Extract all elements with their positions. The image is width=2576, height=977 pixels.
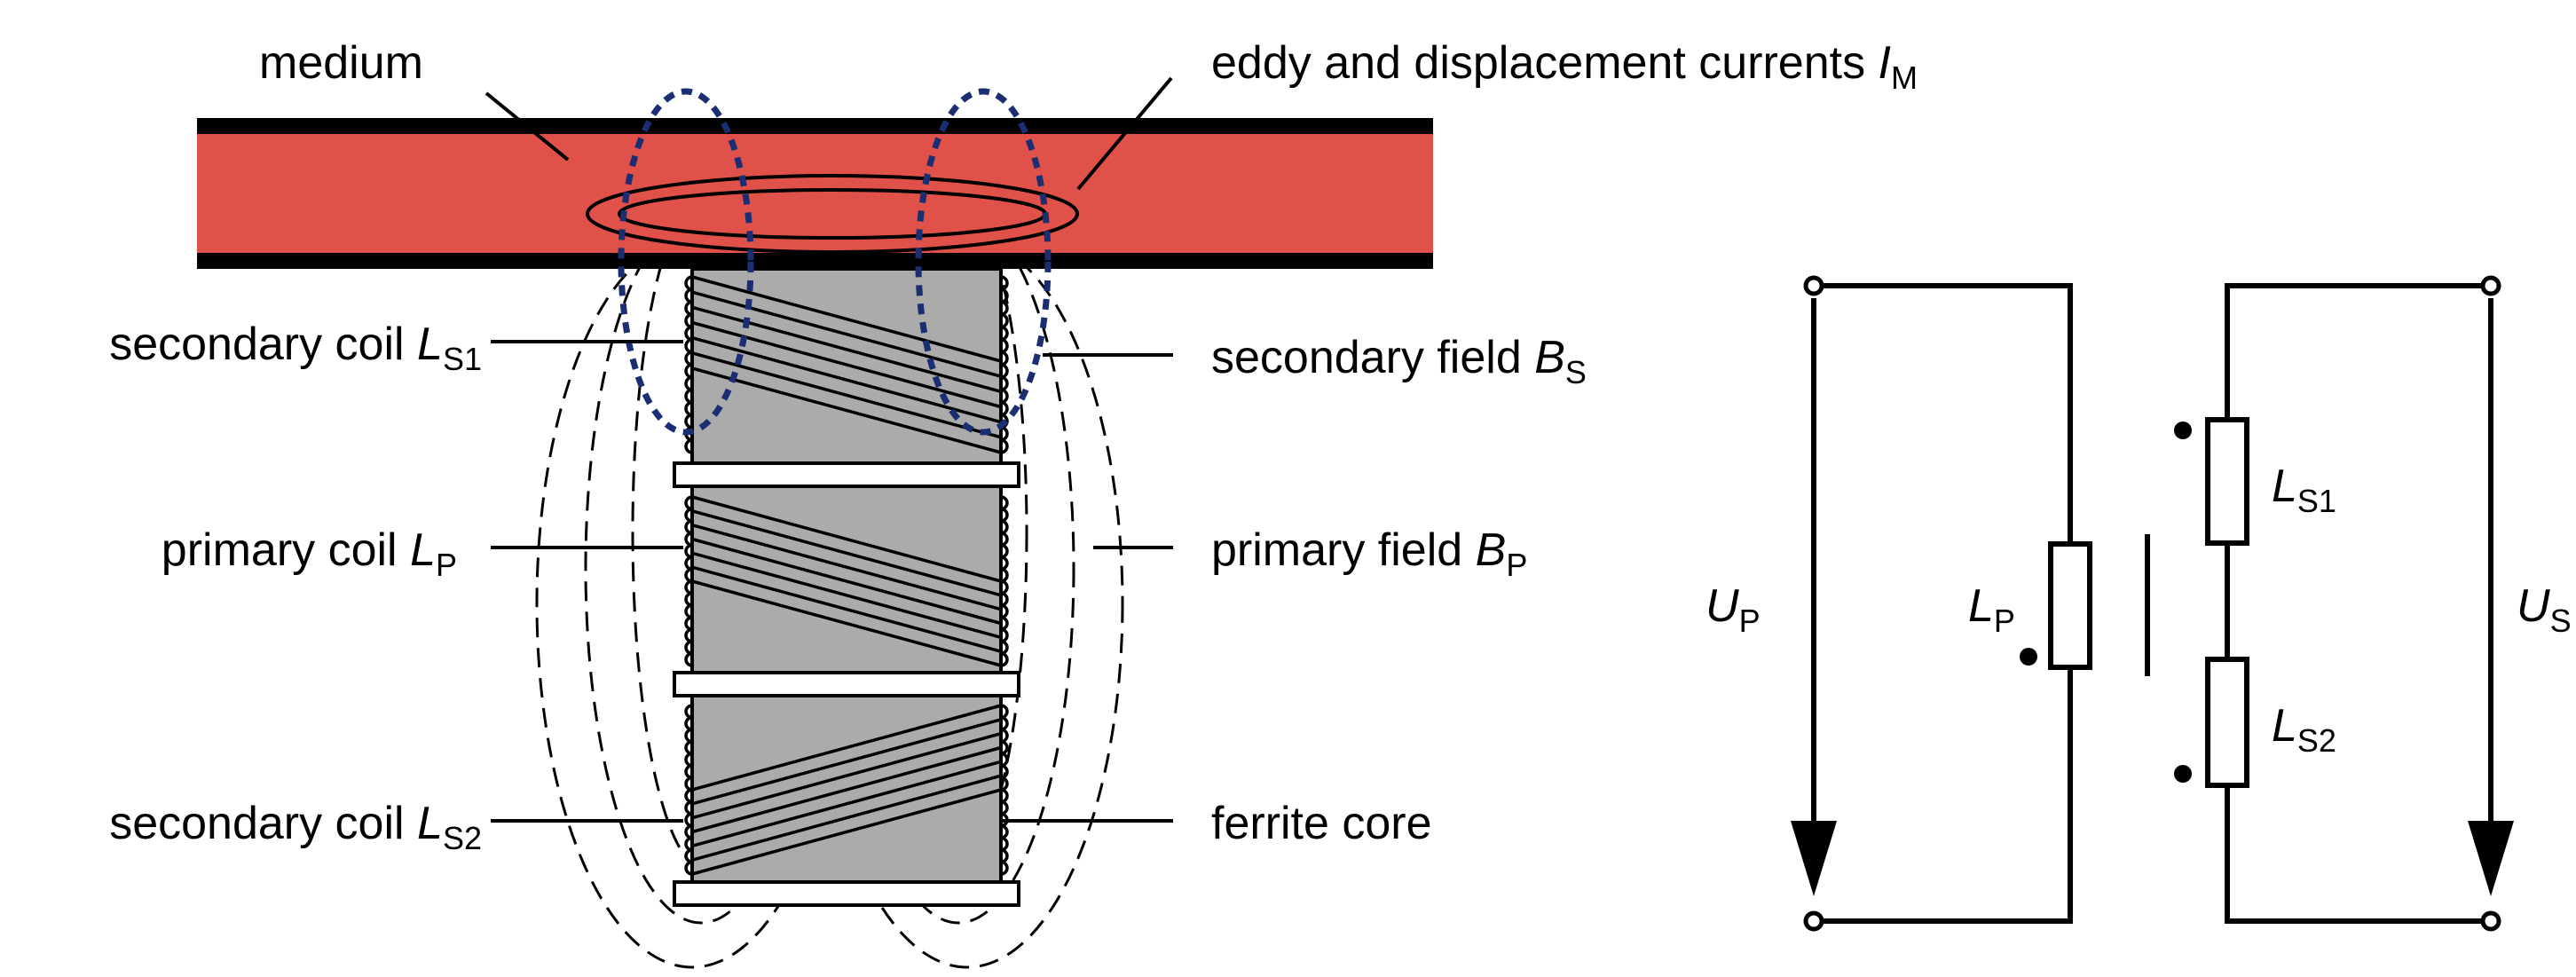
- winding-edge-right: [1000, 704, 1009, 876]
- winding-turn: [691, 718, 1002, 806]
- terminal-primary-top: [1803, 275, 1824, 296]
- inductor-lp: [2048, 541, 2092, 670]
- leader-eddy: [1076, 76, 1173, 191]
- winding-turn: [691, 275, 1002, 363]
- label-us: US: [2517, 580, 2572, 639]
- label-eddy-currents: eddy and displacement currents IM: [1211, 37, 1918, 96]
- dot-ls2: [2174, 765, 2192, 783]
- medium-fill: [197, 123, 1433, 262]
- winding-edge-right: [1000, 495, 1009, 667]
- leader-medium: [484, 91, 570, 162]
- winding-edge-left: [684, 495, 693, 667]
- primary-wire-bottom: [1814, 666, 2073, 924]
- label-primary-coil: primary coil LP: [161, 524, 457, 583]
- flange-3: [673, 880, 1020, 907]
- winding-turn: [691, 760, 1002, 848]
- winding-edge-right: [1000, 275, 1009, 454]
- medium-layer: [197, 118, 1433, 269]
- equivalent-circuit: UP US LP LS1 LS2: [1706, 275, 2572, 932]
- winding-turn: [691, 704, 1002, 792]
- label-secondary-coil-1: secondary coil LS1: [109, 319, 482, 377]
- label-secondary-coil-2: secondary coil LS2: [109, 798, 482, 856]
- label-medium: medium: [259, 37, 423, 89]
- medium-bottom-edge: [197, 253, 1433, 269]
- winding-edge-left: [684, 275, 693, 454]
- arrow-up-head: [1791, 821, 1837, 896]
- dot-lp: [2020, 648, 2037, 666]
- label-secondary-field: secondary field BS: [1211, 332, 1587, 390]
- terminal-secondary-bottom: [2480, 910, 2501, 932]
- eddy-current-ellipse-outer: [586, 174, 1079, 254]
- eddy-loop-left: [618, 88, 754, 436]
- winding-turn: [691, 537, 1002, 626]
- label-ls1: LS1: [2272, 461, 2336, 519]
- winding-turn: [691, 495, 1002, 583]
- winding-turn: [691, 579, 1002, 667]
- ferrite-core: [690, 267, 1003, 888]
- secondary-coil-2-winding: [684, 704, 1009, 876]
- winding-turn: [691, 565, 1002, 653]
- label-primary-field: primary field BP: [1211, 524, 1527, 583]
- label-ls2: LS2: [2272, 700, 2336, 759]
- secondary-wire-bottom: [2225, 785, 2491, 924]
- terminal-primary-bottom: [1803, 910, 1824, 932]
- winding-turn: [691, 335, 1002, 424]
- eddy-currents: [586, 88, 1079, 436]
- winding-turn: [691, 523, 1002, 611]
- winding-turn: [691, 731, 1002, 820]
- flange-2: [673, 671, 1020, 697]
- dot-ls1: [2174, 422, 2192, 439]
- winding-edge-left: [684, 704, 693, 876]
- terminal-secondary-top: [2480, 275, 2501, 296]
- primary-coil-winding: [684, 495, 1009, 667]
- primary-wire-top: [1814, 283, 2073, 546]
- winding-turn: [691, 788, 1002, 876]
- label-lp: LP: [1968, 580, 2015, 639]
- inductor-ls2: [2205, 657, 2249, 788]
- arrow-us-head: [2468, 821, 2514, 896]
- label-up: UP: [1706, 580, 1761, 639]
- eddy-loop-right: [915, 88, 1052, 436]
- winding-turn: [691, 290, 1002, 378]
- labels: medium eddy and displacement currents IM…: [109, 37, 1918, 856]
- coil-windings: [684, 275, 1009, 876]
- winding-turn: [691, 774, 1002, 862]
- label-ferrite-core: ferrite core: [1211, 798, 1432, 849]
- medium-top-edge: [197, 118, 1433, 134]
- winding-turn: [691, 351, 1002, 439]
- winding-turn: [691, 366, 1002, 454]
- winding-turn: [691, 551, 1002, 640]
- inductor-ls1: [2205, 417, 2249, 546]
- leader-lines: [484, 76, 1173, 823]
- winding-turn: [691, 509, 1002, 597]
- flange-1: [673, 461, 1020, 488]
- secondary-wire-top: [2225, 283, 2491, 420]
- winding-turn: [691, 745, 1002, 834]
- ferrite-core-group: [673, 267, 1020, 907]
